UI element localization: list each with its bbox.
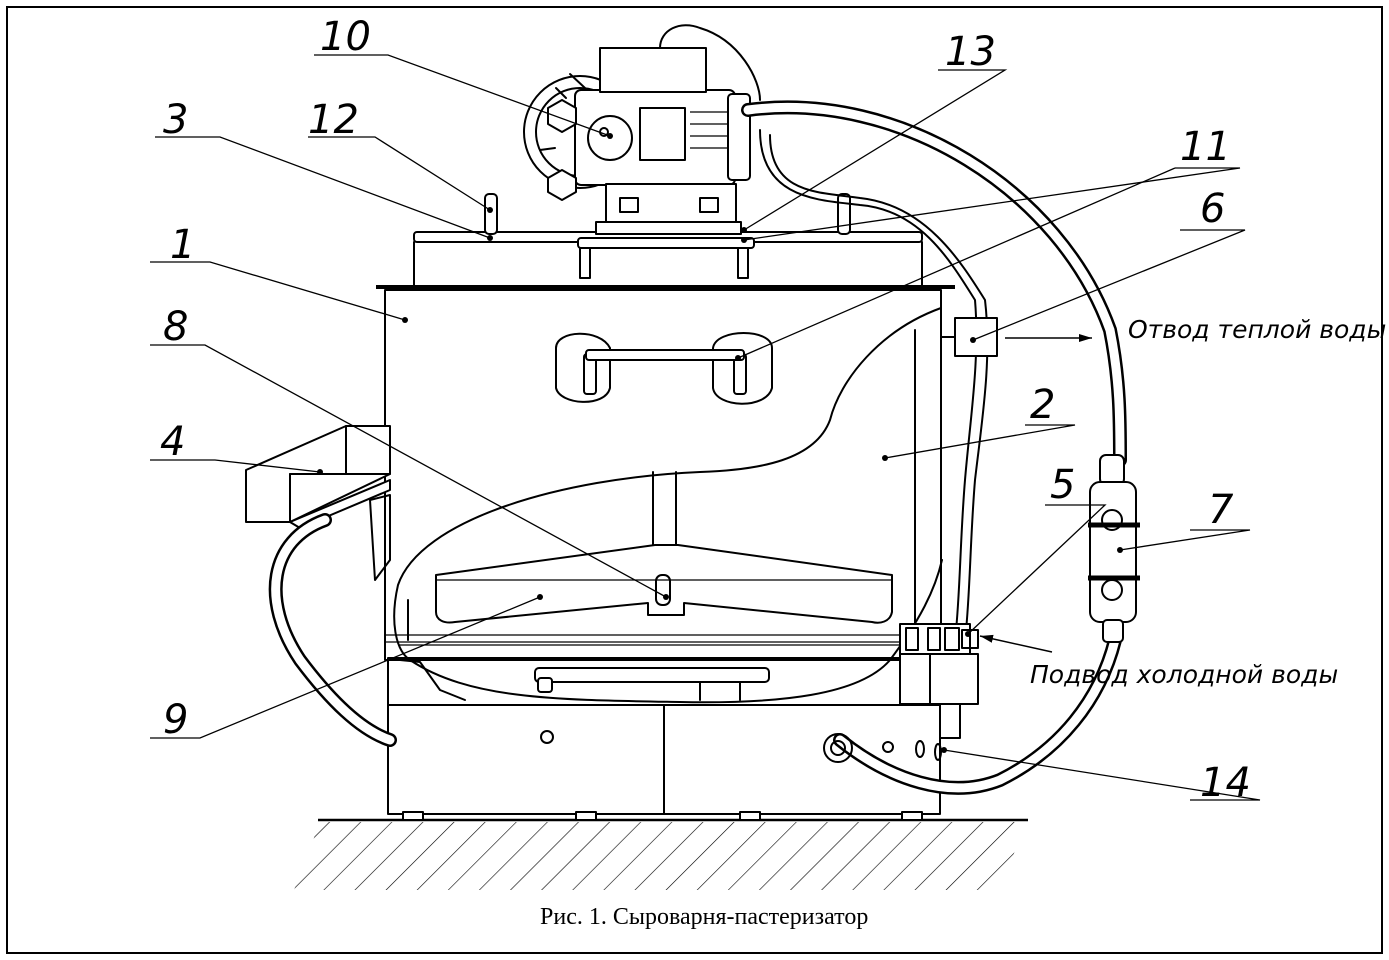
lid bbox=[413, 231, 923, 288]
outlet-chute bbox=[245, 425, 391, 581]
callout-4: 4 bbox=[160, 419, 185, 465]
figure-caption: Рис. 1. Сыроварня-пастеризатор bbox=[540, 904, 868, 930]
callout-2: 2 bbox=[1030, 382, 1055, 428]
front-handles bbox=[555, 332, 773, 405]
callout-5: 5 bbox=[1050, 462, 1075, 508]
stirrer bbox=[435, 471, 893, 624]
callout-13: 13 bbox=[945, 29, 996, 75]
cold-water-valve bbox=[899, 623, 979, 739]
callout-10: 10 bbox=[320, 14, 371, 60]
floor-hatching bbox=[294, 818, 1028, 890]
callout-14: 14 bbox=[1200, 760, 1251, 806]
page-border bbox=[6, 6, 1383, 954]
callout-1: 1 bbox=[170, 222, 195, 268]
callout-8: 8 bbox=[163, 304, 188, 350]
motor-reducer bbox=[523, 47, 751, 235]
control-cable bbox=[741, 100, 1127, 467]
callout-3: 3 bbox=[163, 97, 188, 143]
callout-9: 9 bbox=[163, 697, 188, 743]
thermometer-sleeve bbox=[655, 574, 671, 606]
lid-pin bbox=[484, 193, 498, 235]
temperature-sensor bbox=[1088, 454, 1140, 643]
base-hole bbox=[540, 730, 554, 744]
leader-dots bbox=[317, 133, 1123, 753]
bottom-handle bbox=[534, 667, 770, 683]
leader-lines bbox=[150, 54, 1261, 801]
inlet-flow-label: Подвод холодной воды bbox=[1030, 660, 1338, 689]
lid-pin bbox=[837, 193, 851, 235]
base-hole bbox=[882, 741, 894, 753]
callout-11: 11 bbox=[1180, 124, 1231, 170]
inlet-flow-arrow bbox=[979, 634, 1053, 653]
warm-water-outlet bbox=[940, 317, 998, 357]
inner-tank bbox=[407, 329, 916, 641]
power-cable bbox=[659, 24, 761, 101]
callout-7: 7 bbox=[1208, 487, 1234, 533]
outlet-flow-label: Отвод теплой воды bbox=[1128, 315, 1386, 344]
callout-12: 12 bbox=[308, 97, 359, 143]
callout-6: 6 bbox=[1200, 186, 1225, 232]
